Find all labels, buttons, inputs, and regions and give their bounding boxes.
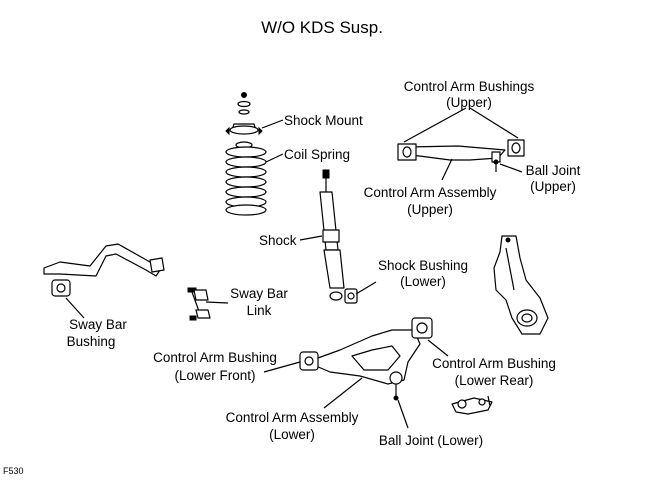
label-control-arm-bushing-lower-rear-line1: Control Arm Bushing [432, 356, 556, 371]
label-sway-bar-link-line2: Link [247, 303, 272, 318]
label-shock-bushing-lower-line1: Shock Bushing [378, 258, 468, 273]
sway-bar-part [43, 243, 165, 297]
ball-joint-lower-part [451, 395, 493, 415]
shock-mount-part [225, 92, 263, 149]
upper-control-arm-part [397, 139, 525, 172]
label-sway-bar-link-line1: Sway Bar [230, 286, 288, 301]
steering-knuckle-part [493, 235, 549, 335]
lower-control-arm-part [299, 317, 433, 401]
label-ball-joint-lower: Ball Joint (Lower) [379, 433, 483, 448]
leader-lines [65, 107, 523, 429]
label-control-arm-bushing-lower-front-line1: Control Arm Bushing [153, 350, 277, 365]
label-control-arm-bushings-upper-line1: Control Arm Bushings [404, 79, 535, 94]
label-shock-bushing-lower-line2: (Lower) [400, 274, 446, 289]
shock-bushing-lower-part [344, 288, 358, 304]
coil-spring-part [225, 146, 267, 216]
label-ball-joint-upper-line1: Ball Joint [526, 163, 581, 178]
label-control-arm-bushings-upper-line2: (Upper) [446, 95, 492, 110]
label-sway-bar-bushing-line1: Sway Bar [69, 317, 127, 332]
label-sway-bar-bushing-line2: Bushing [67, 334, 116, 349]
sway-bar-link-part [187, 287, 211, 321]
figure-code: F530 [3, 466, 24, 476]
label-coil-spring: Coil Spring [284, 147, 350, 162]
label-control-arm-assembly-upper-line1: Control Arm Assembly [364, 185, 497, 200]
label-shock-mount: Shock Mount [284, 113, 363, 128]
shock-part [319, 169, 345, 301]
label-ball-joint-upper-line2: (Upper) [530, 179, 576, 194]
label-shock: Shock [259, 233, 297, 248]
label-control-arm-assembly-lower-line2: (Lower) [269, 427, 315, 442]
label-control-arm-assembly-lower-line1: Control Arm Assembly [226, 410, 359, 425]
diagram-title: W/O KDS Susp. [261, 18, 383, 37]
label-control-arm-assembly-upper-line2: (Upper) [407, 202, 453, 217]
label-control-arm-bushing-lower-rear-line2: (Lower Rear) [455, 373, 534, 388]
label-control-arm-bushing-lower-front-line2: (Lower Front) [174, 368, 255, 383]
